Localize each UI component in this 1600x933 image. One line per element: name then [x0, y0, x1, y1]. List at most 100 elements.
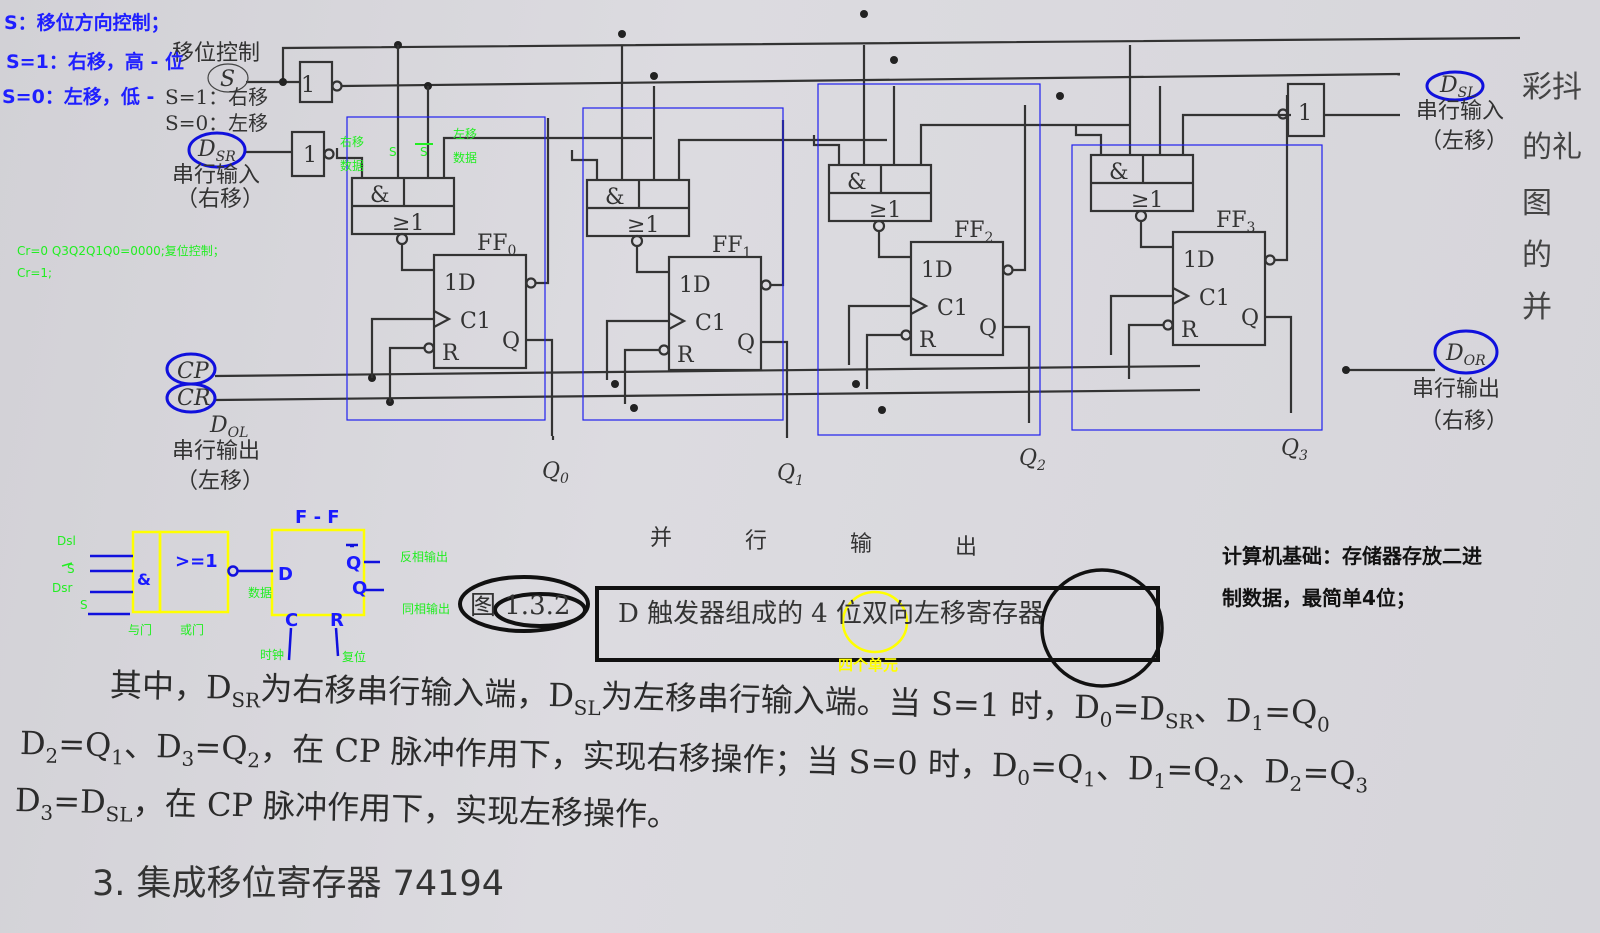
dol-desc: 串行输出 [172, 439, 260, 464]
mini-qbar-desc: 反相输出 [400, 549, 448, 564]
d-input-label: 1D [921, 258, 953, 283]
s-bar-note: S [420, 145, 428, 159]
mini-ff-title: F - F [295, 507, 340, 528]
body-text: 、D [1193, 690, 1252, 730]
section-heading: 3. 集成移位寄存器 74194 [92, 864, 504, 904]
dsl-desc: 串行输入 [1416, 99, 1504, 124]
body-text: 为右移串行输入端，D [259, 669, 575, 715]
q-output-label: Q [979, 316, 997, 341]
mini-input-dsl: Dsl [57, 534, 76, 548]
mini-input-dsr: Dsr [52, 581, 72, 595]
mini-r-label: R [330, 610, 344, 631]
dsr-desc-dir: （右移） [176, 187, 264, 212]
and-label: & [1109, 160, 1129, 185]
parallel-output-char: 并 [650, 526, 672, 551]
subscript: 2 [1289, 771, 1303, 797]
stage-box-ff2 [817, 83, 1041, 436]
subscript: 0 [1017, 765, 1031, 790]
dsr-highlight-circle [187, 131, 247, 169]
s-highlight-circle [207, 63, 249, 93]
register-circle [1040, 568, 1164, 688]
body-text: =Q [57, 724, 112, 765]
parallel-output-char: 出 [955, 535, 977, 560]
parallel-q-label: Q2 [1019, 446, 1046, 474]
ff-label: FF2 [954, 218, 993, 246]
or-label: ≥1 [869, 198, 901, 223]
reset-input-label: R [919, 328, 937, 353]
stage-ff3: & ≥1 FF3 1D C1 R Q Q3 [1074, 45, 1308, 464]
reset-note-2: Cr=1; [17, 266, 53, 280]
body-text: D [14, 781, 42, 820]
or-label: ≥1 [627, 213, 659, 238]
subscript: 2 [45, 743, 59, 768]
subscript: 3 [1355, 773, 1369, 798]
left-data-note: 数据 [453, 150, 477, 165]
edge-text: 并 [1522, 290, 1552, 325]
d-input-label: 1D [1183, 248, 1215, 273]
stage-ff0: & ≥1 FF0 1D C1 R Q Q0 [335, 45, 652, 487]
dor-label: DOR [1445, 341, 1486, 369]
subscript: 2 [1218, 770, 1233, 795]
clock-input-label: C1 [695, 311, 726, 336]
dsl-highlight-circle [1425, 70, 1485, 102]
d-input-label: 1D [444, 271, 476, 296]
dsl-desc-dir: （左移） [1420, 129, 1508, 154]
s0-label: S=0：左移 [165, 111, 268, 135]
body-text: =Q [1302, 753, 1357, 793]
dor-highlight-circle [1433, 329, 1499, 375]
parallel-q-label: Q1 [777, 461, 804, 489]
s-note: S [389, 145, 397, 159]
body-text: D [19, 724, 47, 763]
dol-desc-dir: （左移） [176, 469, 264, 494]
clock-input-label: C1 [937, 296, 968, 321]
and-label: & [605, 185, 625, 210]
mini-ff-diagram: F - F & >=1 D Q Q C R Dsl S Dsr S 与门 或门 … [52, 507, 450, 664]
mini-d-label: D [278, 564, 293, 585]
mini-and-label: & [137, 570, 151, 589]
four-units-note: 四个单元 [838, 656, 898, 674]
figure-number-circle [458, 575, 590, 633]
stage-ff2: & ≥1 FF2 1D C1 R Q Q2 [812, 45, 1129, 474]
edge-text: 的 [1522, 238, 1552, 273]
body-text: 为左移串行输入端。当 S=1 时，D [600, 677, 1101, 727]
mini-and-caption: 与门 [128, 622, 152, 637]
s-direction-note: S：移位方向控制； [4, 12, 170, 34]
right-shift-note: 右移 [340, 134, 364, 149]
subscript: 2 [247, 748, 261, 773]
ff-label: FF3 [1216, 208, 1255, 236]
subscript: 0 [1316, 712, 1331, 737]
memory-note-line1: 计算机基础：存储器存放二进 [1222, 544, 1482, 568]
mini-q-desc: 同相输出 [402, 601, 450, 616]
dor-desc: 串行输出 [1412, 377, 1500, 402]
q-output-label: Q [502, 329, 520, 354]
mini-reset-caption: 复位 [342, 649, 366, 664]
subscript: SL [573, 695, 601, 721]
right-data-note: 数据 [340, 158, 364, 173]
subscript: SR [231, 687, 261, 713]
subscript: 1 [1153, 768, 1167, 794]
s0-note: S=0：左移，低 - [2, 86, 155, 108]
not-gate-dsl-label: 1 [1298, 101, 1312, 126]
shift-control-label: 移位控制 [172, 41, 260, 66]
edge-text: 彩抖 [1522, 70, 1582, 105]
s1-label: S=1：右移 [165, 85, 268, 109]
and-label: & [370, 183, 390, 208]
mini-c-label: C [285, 610, 298, 631]
memory-note-line2: 制数据，最简单4位； [1222, 586, 1416, 610]
cp-label: CP [177, 359, 210, 384]
ff-label: FF0 [477, 231, 516, 259]
body-text: =D [52, 781, 107, 822]
mini-input-s: S [80, 598, 88, 612]
dol-label: DOL [209, 413, 248, 441]
dor-desc-dir: （右移） [1420, 409, 1508, 434]
reset-note-1: Cr=0 Q3Q2Q1Q0=0000;复位控制； [17, 244, 225, 258]
parallel-output-char: 输 [850, 532, 872, 557]
subscript: SL [105, 802, 133, 827]
figure-number: 图 1.3.2 [470, 591, 570, 621]
dsl-label: DSL [1439, 73, 1477, 101]
parallel-output-char: 行 [745, 529, 767, 554]
parallel-q-label: Q3 [1281, 436, 1308, 464]
d-input-label: 1D [679, 273, 711, 298]
subscript: SR [1164, 708, 1194, 734]
